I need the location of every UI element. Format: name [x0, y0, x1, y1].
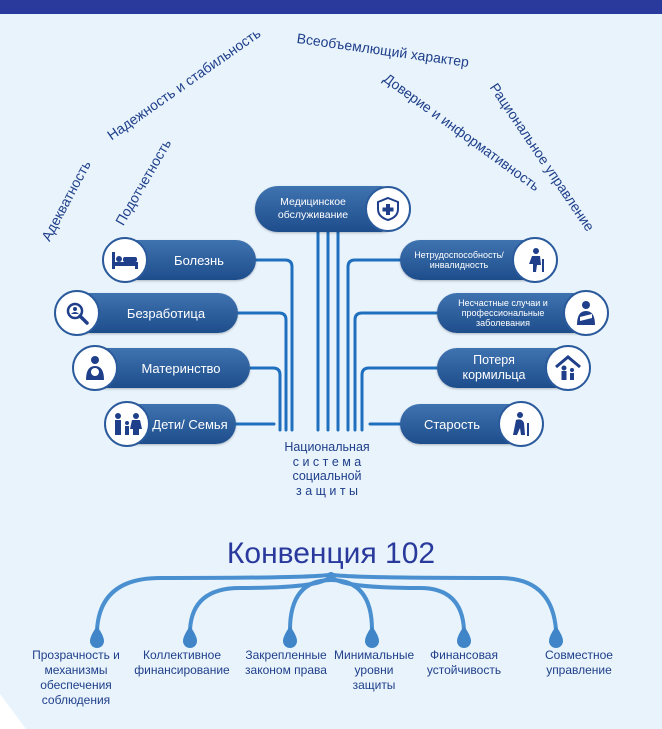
house-family-icon — [545, 345, 591, 391]
principle-joint-management: Совместное управление — [545, 648, 613, 677]
disability-icon — [512, 237, 558, 283]
principle-collective-financing: Коллективное финансирование — [134, 648, 230, 677]
risk-illness: Болезнь — [102, 237, 256, 283]
drop-1 — [90, 626, 104, 648]
risk-disability: Нетрудоспособность/ инвалидность — [400, 237, 558, 283]
drop-3 — [283, 626, 297, 648]
line-disability — [346, 258, 403, 432]
principle-transparency: Прозрачность и механизмы обеспечения соб… — [32, 648, 120, 707]
principle-rights-by-law: Закрепленные законом права — [245, 648, 327, 677]
risk-medical-care: Медицинское обслуживание — [255, 186, 411, 232]
line-survivor — [360, 366, 440, 432]
root-1 — [95, 572, 333, 632]
line-unemployment — [235, 311, 288, 432]
mother-icon — [72, 345, 118, 391]
drop-2 — [183, 626, 197, 648]
drop-6 — [549, 626, 563, 648]
root-5 — [329, 572, 558, 632]
elderly-icon — [498, 401, 544, 447]
line-maternity — [248, 366, 282, 432]
injury-icon — [563, 290, 609, 336]
principle-financial-sustainability: Финансовая устойчивость — [426, 648, 502, 677]
magnifier-icon — [54, 290, 100, 336]
risk-children-family: Дети/ Семья — [104, 401, 236, 447]
bed-icon — [102, 237, 148, 283]
risk-maternity: Материнство — [72, 345, 250, 391]
family-icon — [104, 401, 150, 447]
line-illness — [253, 258, 294, 432]
drop-4 — [365, 626, 379, 648]
root-4 — [329, 572, 466, 632]
risk-unemployment: Безработица — [54, 290, 238, 336]
medical-kit-icon — [365, 186, 411, 232]
principle-minimum-levels: Минимальные уровни защиты — [334, 648, 415, 692]
risk-old-age: Старость — [400, 401, 544, 447]
line-accidents — [353, 311, 440, 432]
risk-accidents: Несчастные случаи и профессиональные заб… — [437, 290, 609, 336]
top-banner — [0, 0, 662, 14]
drop-5 — [457, 626, 471, 648]
risk-survivor: Потеря кормильца — [437, 345, 591, 391]
national-system-label: Национальная с и с т е м а социальной з … — [284, 440, 370, 498]
root-3 — [288, 577, 374, 632]
convention-title: Конвенция 102 — [226, 537, 436, 570]
